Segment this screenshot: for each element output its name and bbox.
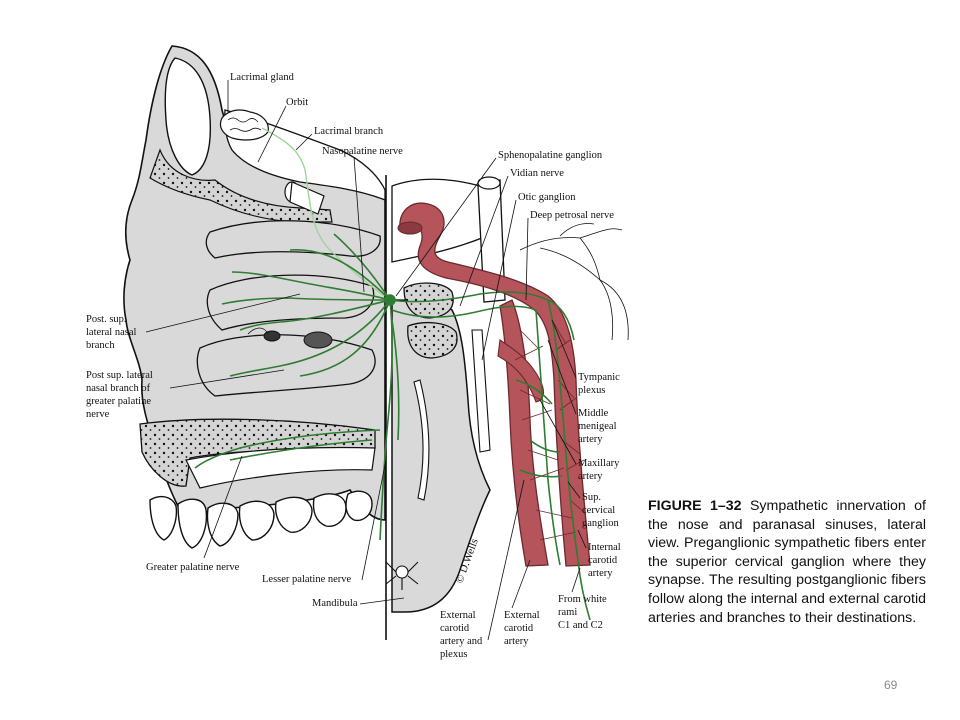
label-sphenopalatine-ganglion: Sphenopalatine ganglion bbox=[498, 150, 603, 161]
carotid-arteries bbox=[397, 202, 591, 567]
frontal-bone-dots bbox=[149, 148, 333, 223]
page-number: 69 bbox=[884, 678, 898, 692]
label-deep-petrosal-nerve: Deep petrosal nerve bbox=[530, 210, 614, 221]
skull-lateral-view bbox=[123, 45, 386, 549]
figure-caption-text: Sympathetic innervation of the nose and … bbox=[648, 498, 926, 626]
label-post-sup-lateral-nasal-branch: Post. sup. lateral nasal branch bbox=[86, 314, 139, 351]
label-orbit: Orbit bbox=[286, 97, 308, 108]
superior-turbinate bbox=[205, 220, 381, 259]
sympathetic-nerves bbox=[194, 127, 591, 621]
figure-label: FIGURE 1–32 bbox=[648, 498, 742, 514]
lacrimal-nerve-light bbox=[261, 127, 385, 297]
middle-turbinate bbox=[206, 274, 375, 331]
label-sup-cervical-ganglion: Sup. cervical ganglion bbox=[582, 492, 619, 529]
label-lesser-palatine-nerve: Lesser palatine nerve bbox=[262, 574, 352, 585]
teeth bbox=[149, 490, 373, 549]
label-external-carotid-artery: External carotid artery bbox=[504, 610, 542, 647]
lacrimal-gland-shape bbox=[219, 109, 269, 141]
label-lacrimal-branch: Lacrimal branch bbox=[314, 126, 384, 137]
label-greater-palatine-nerve: Greater palatine nerve bbox=[146, 562, 240, 573]
label-vidian-nerve: Vidian nerve bbox=[510, 168, 564, 179]
labels: Lacrimal gland Orbit Lacrimal branch Nas… bbox=[86, 72, 623, 660]
label-middle-meningeal-artery: Middle menigeal artery bbox=[578, 408, 619, 445]
sphenoid-block-lower bbox=[407, 321, 458, 359]
label-nasopalatine-nerve: Nasopalatine nerve bbox=[322, 146, 403, 157]
external-carotid-artery bbox=[499, 299, 549, 567]
label-internal-carotid-artery: Internal carotid artery bbox=[588, 542, 623, 579]
label-tympanic-plexus: Tympanic plexus bbox=[578, 372, 622, 396]
label-from-white-rami: From white rami C1 and C2 bbox=[558, 594, 609, 631]
ganglion-star bbox=[385, 561, 419, 590]
label-external-carotid-artery-plexus: External carotid artery and plexus bbox=[440, 610, 485, 660]
label-maxillary-artery: Maxillary artery bbox=[578, 458, 622, 482]
pterygoid-region: © D.Wells bbox=[385, 176, 629, 613]
internal-carotid-artery bbox=[399, 202, 591, 567]
label-post-sup-lateral-nasal-branch-greater-palatine: Post sup. lateral nasal branch of greate… bbox=[86, 370, 155, 420]
label-mandibula: Mandibula bbox=[312, 598, 358, 609]
palate-lower bbox=[185, 446, 376, 489]
label-otic-ganglion: Otic ganglion bbox=[518, 192, 576, 203]
frontal-sinus bbox=[164, 57, 212, 176]
label-lacrimal-gland: Lacrimal gland bbox=[230, 72, 295, 83]
figure-caption: FIGURE 1–32 Sympathetic innervation of t… bbox=[648, 497, 926, 627]
mandible-shape bbox=[391, 299, 491, 613]
